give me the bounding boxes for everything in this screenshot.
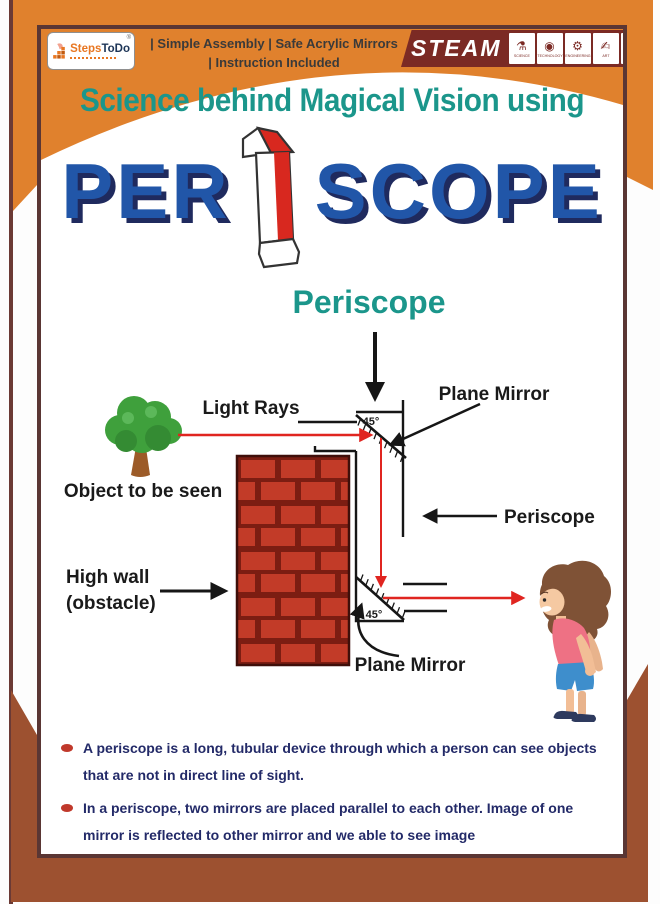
mirror-top: 45° [355,414,407,463]
periscope-glyph-illustration [241,125,300,268]
periscope-outline [298,400,447,623]
bullet-dot [61,804,73,812]
tagline-line1: | Simple Assembly | Safe Acrylic Mirrors [150,36,398,51]
tagline: | Simple Assembly | Safe Acrylic Mirrors… [141,34,407,72]
tree-illustration [105,396,182,477]
light-ray-path [178,427,526,606]
steam-title: STEAM [411,35,502,61]
label-plane-mirror-top: Plane Mirror [439,384,550,405]
logo-subline [70,56,117,59]
bullet-text: A periscope is a long, tubular device th… [83,740,597,783]
bullet-item: In a periscope, two mirrors are placed p… [57,795,609,849]
steam-category-engineering: ⚙ ENGINEERING [564,33,591,64]
brand-todo: ToDo [101,42,130,55]
annotation-arrows [160,332,497,658]
atom-icon: ◉ [544,39,555,53]
right-orange-strip [627,0,653,190]
brand-steps: Steps [70,42,102,55]
steam-category-art: ✍ ART [592,33,619,64]
bullet-dot [61,744,73,752]
flask-icon: ⚗ [516,39,527,53]
angle-label-top: 45° [363,416,380,428]
plane-mirror-bottom-arrow [349,602,400,658]
bullet-item: A periscope is a long, tubular device th… [57,735,609,789]
tagline-line2: | Instruction Included [208,55,340,70]
angle-label-bottom: 45° [366,609,383,621]
title-word-end: SCOPE [314,147,603,235]
label-light-rays: Light Rays [202,398,299,419]
registered-mark: ® [126,35,131,41]
label-object-to-be-seen: Object to be seen [64,481,222,502]
label-periscope-side: Periscope [504,507,595,528]
main-title-row: PER SCOPE [41,119,623,268]
label-plane-mirror-bottom: Plane Mirror [355,655,466,676]
bullet-text: In a periscope, two mirrors are placed p… [83,800,574,843]
bullet-list: A periscope is a long, tubular device th… [57,735,609,854]
steps-pixel-icon [53,43,65,59]
poster-card: StepsToDo ® | Simple Assembly | Safe Acr… [37,25,627,858]
top-orange-strip [13,0,653,27]
bottom-brown-band [11,664,648,902]
steam-category-label: SCIENCE [513,53,530,58]
gear-icon: ⚙ [572,39,583,53]
brand-text: StepsToDo [70,42,130,59]
diagram-svg: 45° 45° Light R [64,332,611,722]
diagram-heading: Periscope [292,284,446,320]
left-orange-strip [13,0,37,211]
steam-category-math: π MATH [620,33,623,64]
steam-category-technology: ◉ TECHNOLOGY [536,33,563,64]
poster-subtitle: Science behind Magical Vision using [79,82,585,118]
label-high-wall-line2: (obstacle) [66,593,156,614]
steam-banner: STEAM ⚗ SCIENCE ◉ TECHNOLOGY ⚙ ENGINEERI… [401,30,623,67]
title-word-start: PER [61,147,231,235]
steam-category-science: ⚗ SCIENCE [508,33,535,64]
steam-category-label: ART [601,53,610,58]
girl-illustration [539,560,611,722]
logo-box: StepsToDo ® [47,32,135,70]
label-high-wall-line1: High wall [66,567,149,588]
steam-category-label: ENGINEERING [564,53,591,58]
hand-icon: ✍ [600,39,611,53]
steam-category-label: TECHNOLOGY [536,53,563,58]
mirror-bottom: 45° [355,574,406,621]
plane-mirror-top-arrow [388,402,481,447]
left-edge-line [9,0,13,904]
brick-wall [235,454,351,667]
